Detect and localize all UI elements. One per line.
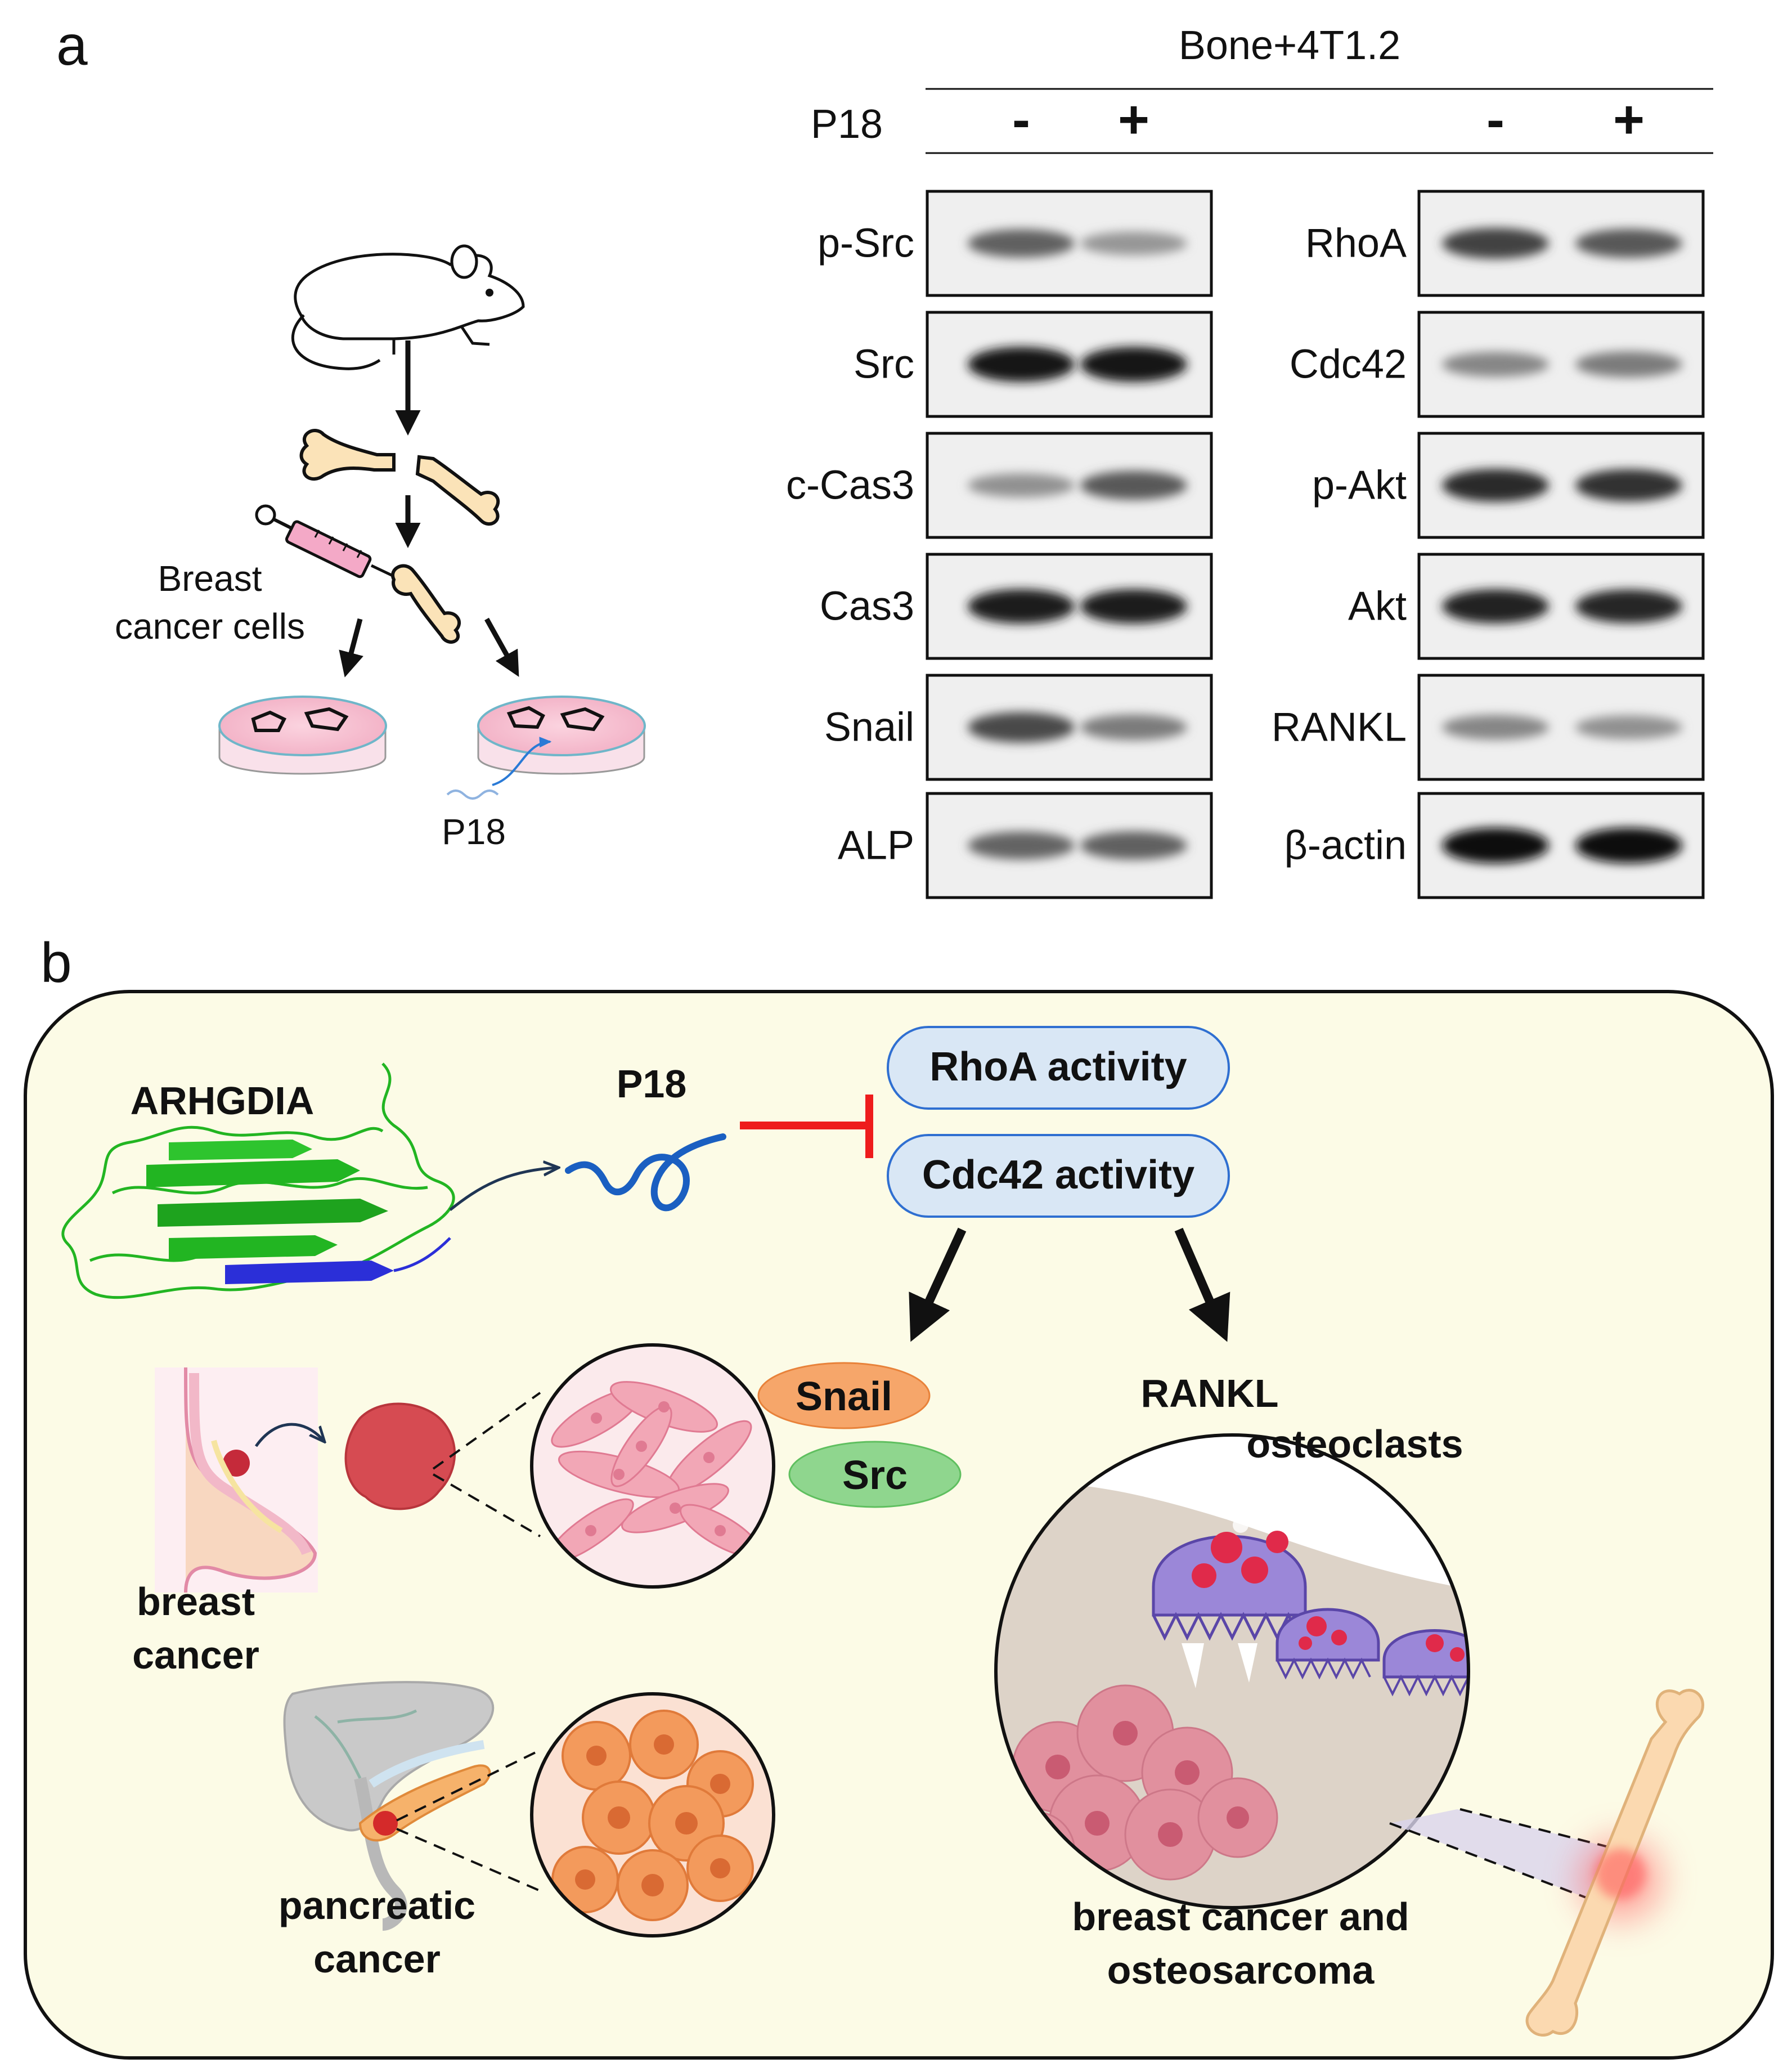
breast-cancer-label-line1: breast — [137, 1580, 255, 1623]
lane-sign-3: - — [1486, 89, 1504, 150]
breast-cancer-label-line2: cancer — [132, 1633, 259, 1677]
blot-band-c-cas3-lane-2 — [1080, 470, 1187, 500]
bone-fragment-icon — [391, 564, 461, 644]
blot-label--actin: β-actin — [1285, 823, 1407, 868]
panel-b-label: b — [41, 931, 72, 994]
blot-label-snail: Snail — [824, 705, 914, 750]
blot-label-cas3: Cas3 — [820, 584, 914, 629]
liver-pancreas-illustration — [283, 1681, 495, 1931]
arrow-to-snail-src — [909, 1227, 967, 1342]
arhgdia-protein-structure — [61, 1062, 455, 1299]
rhoa-activity-label: RhoA activity — [929, 1044, 1187, 1089]
syringe-icon — [255, 504, 395, 578]
blot-band--actin-lane-2 — [1575, 827, 1682, 864]
zoom-cone-bone — [1390, 1809, 1626, 1902]
arrow-arhgdia-to-p18 — [449, 1168, 557, 1211]
p18-peptide-icon — [565, 1133, 726, 1212]
blot-band-cdc42-lane-1 — [1442, 352, 1549, 377]
blot-band-src-lane-1 — [968, 347, 1075, 382]
blot-band-cdc42-lane-2 — [1575, 351, 1682, 378]
blot-label-p-src: p-Src — [818, 221, 914, 266]
breast-anatomy-illustration — [155, 1367, 318, 1593]
bone-cancer-label-line2: osteosarcoma — [1107, 1948, 1375, 1992]
p18-schematic-label: P18 — [442, 811, 506, 852]
lane-sign-1: - — [1012, 89, 1030, 150]
blot-label-rhoa: RhoA — [1305, 221, 1407, 266]
blot-label-alp: ALP — [838, 823, 914, 868]
arrow-to-dish-left — [339, 618, 363, 678]
blot-band-p-akt-lane-2 — [1575, 469, 1682, 502]
culture-dish-control — [218, 696, 387, 775]
src-label: Src — [842, 1453, 908, 1498]
arrow-breast-to-tumor — [254, 1423, 324, 1447]
bone-microenvironment-magnified — [994, 1433, 1470, 1909]
bone-cancer-label-line1: breast cancer and — [1072, 1895, 1409, 1939]
blot-label-rankl: RANKL — [1272, 705, 1407, 750]
blot-band-p-src-lane-2 — [1080, 231, 1187, 255]
snail-ellipse — [757, 1362, 931, 1429]
blot-band-alp-lane-1 — [968, 831, 1075, 860]
zoom-line-breast-1 — [432, 1392, 541, 1470]
blot-band-cas3-lane-2 — [1080, 589, 1187, 624]
src-ellipse — [788, 1441, 962, 1508]
culture-dish-p18 — [477, 696, 646, 786]
snail-label: Snail — [796, 1374, 892, 1419]
blot-band-snail-lane-2 — [1080, 714, 1187, 741]
pancreatic-cancer-cells-magnified — [530, 1692, 775, 1938]
blot-band-src-lane-2 — [1080, 347, 1187, 382]
arrow-to-osteoclasts — [1174, 1227, 1230, 1342]
long-bone-illustration — [1525, 1689, 1704, 2037]
arhgdia-label: ARHGDIA — [131, 1079, 315, 1123]
blot-band-rankl-lane-2 — [1575, 715, 1682, 739]
blot-band-akt-lane-2 — [1575, 589, 1682, 624]
breast-cancer-cells-magnified — [530, 1343, 775, 1589]
cdc42-activity-label: Cdc42 activity — [922, 1152, 1194, 1198]
pancreatic-cancer-label-line2: cancer — [313, 1937, 441, 1981]
blot-label-src: Src — [854, 342, 914, 387]
zoom-line-pancreas-2 — [396, 1828, 541, 1892]
peptide-squiggle-small — [446, 790, 499, 800]
rhoa-activity-pill — [887, 1026, 1230, 1110]
breast-cancer-cells-label-line2: cancer cells — [115, 606, 305, 647]
lane-sign-2: + — [1118, 89, 1149, 150]
blot-label-akt: Akt — [1348, 584, 1407, 629]
blot-band-akt-lane-1 — [1442, 589, 1549, 624]
osteoclasts-label: osteoclasts — [1246, 1422, 1463, 1466]
blot-band-cas3-lane-1 — [968, 589, 1075, 624]
blot-label-c-cas3: c-Cas3 — [786, 463, 914, 508]
pancreatic-cancer-label-line1: pancreatic — [279, 1883, 475, 1927]
cdc42-activity-pill — [887, 1134, 1230, 1218]
bone-broken-icon — [299, 429, 500, 526]
blot-band-rankl-lane-1 — [1442, 715, 1549, 740]
blot-band-p-akt-lane-1 — [1442, 469, 1549, 502]
blot-band--actin-lane-1 — [1442, 827, 1549, 864]
zoom-line-breast-2 — [432, 1473, 541, 1537]
treatment-label: P18 — [811, 102, 883, 147]
p18-peptide-label: P18 — [617, 1062, 687, 1106]
blot-band-rhoa-lane-2 — [1575, 228, 1682, 258]
lane-signs: - + - + — [1012, 89, 1645, 150]
condition-header: Bone+4T1.2 — [1179, 23, 1400, 68]
lane-sign-4: + — [1613, 89, 1645, 150]
blot-band-c-cas3-lane-1 — [968, 473, 1075, 497]
zoom-line-pancreas-1 — [396, 1749, 541, 1822]
blot-label-p-akt: p-Akt — [1312, 463, 1407, 508]
osteoclast-cells — [1152, 1517, 1468, 1697]
breast-cancer-cells-label-line1: Breast — [158, 558, 262, 599]
blot-band-rhoa-lane-1 — [1442, 228, 1549, 259]
arrow-to-dish-right — [484, 617, 519, 677]
mouse-illustration — [291, 244, 525, 370]
blot-band-alp-lane-2 — [1080, 831, 1187, 860]
panel-a-label: a — [56, 14, 88, 77]
rankl-label: RANKL — [1141, 1371, 1279, 1415]
blot-band-p-src-lane-1 — [968, 229, 1075, 258]
blot-label-cdc42: Cdc42 — [1290, 342, 1407, 387]
blot-band-snail-lane-1 — [968, 712, 1075, 743]
tumor-icon — [344, 1402, 456, 1510]
zoom-line-bone-2 — [1389, 1822, 1598, 1903]
